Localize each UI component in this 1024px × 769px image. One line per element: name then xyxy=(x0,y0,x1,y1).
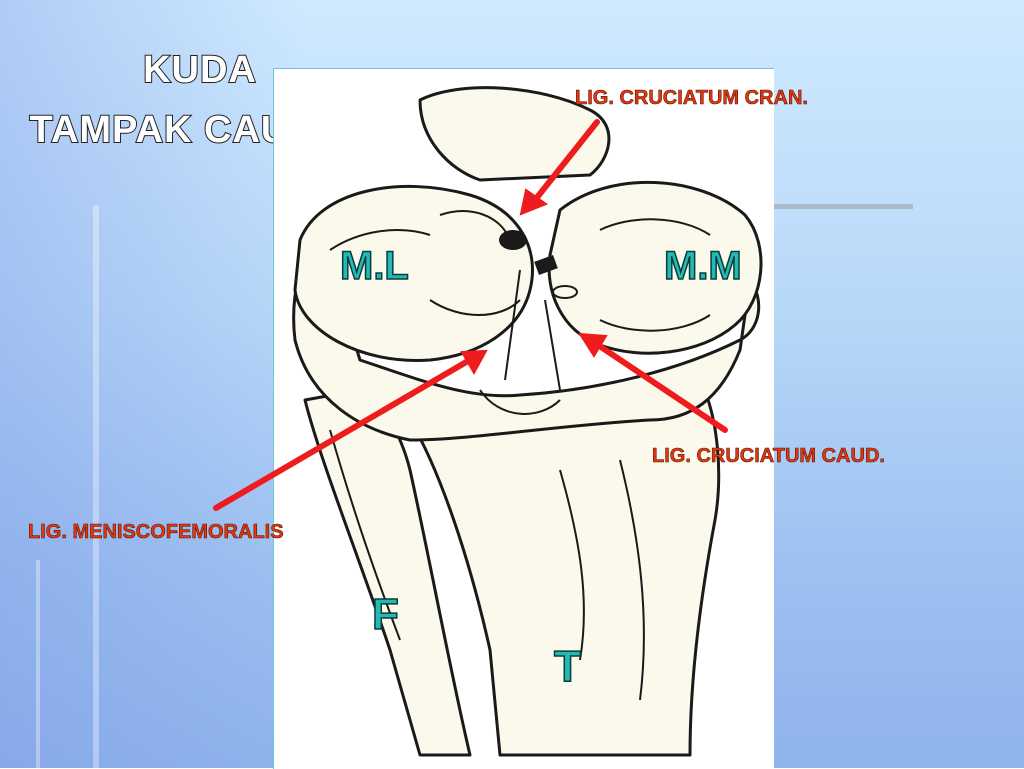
tibia-shaft xyxy=(408,378,721,757)
label-meniscus-medial: M.M xyxy=(663,243,742,289)
arrow-cruciatum-caud xyxy=(595,342,728,433)
label-lig-cruciatum-caud: LIG. CRUCIATUM CAUD. xyxy=(652,445,886,468)
label-lig-meniscofemoralis: LIG. MENISCOFEMORALIS xyxy=(28,521,284,544)
decor-vertical-line-2 xyxy=(36,560,40,768)
label-meniscus-lateral: M.L xyxy=(339,243,409,289)
label-fibula: F xyxy=(371,589,399,640)
decor-vertical-line xyxy=(93,205,99,768)
medial-meniscus xyxy=(547,180,763,355)
femoral-condyle xyxy=(418,86,611,182)
arrow-meniscofemoralis-head xyxy=(460,349,488,376)
decor-horizontal-bar xyxy=(773,204,913,209)
arrow-cruciatum-cran-head xyxy=(519,188,549,216)
label-tibia: T xyxy=(553,641,581,692)
arrow-meniscofemoralis xyxy=(213,358,471,511)
label-lig-cruciatum-cran: LIG. CRUCIATUM CRAN. xyxy=(575,87,809,110)
arrow-cruciatum-cran xyxy=(532,119,600,203)
arrow-cruciatum-caud-head xyxy=(578,332,608,358)
title-line-1: KUDA xyxy=(142,49,257,91)
lateral-meniscus xyxy=(293,184,534,362)
tibia-plateau xyxy=(292,228,761,442)
